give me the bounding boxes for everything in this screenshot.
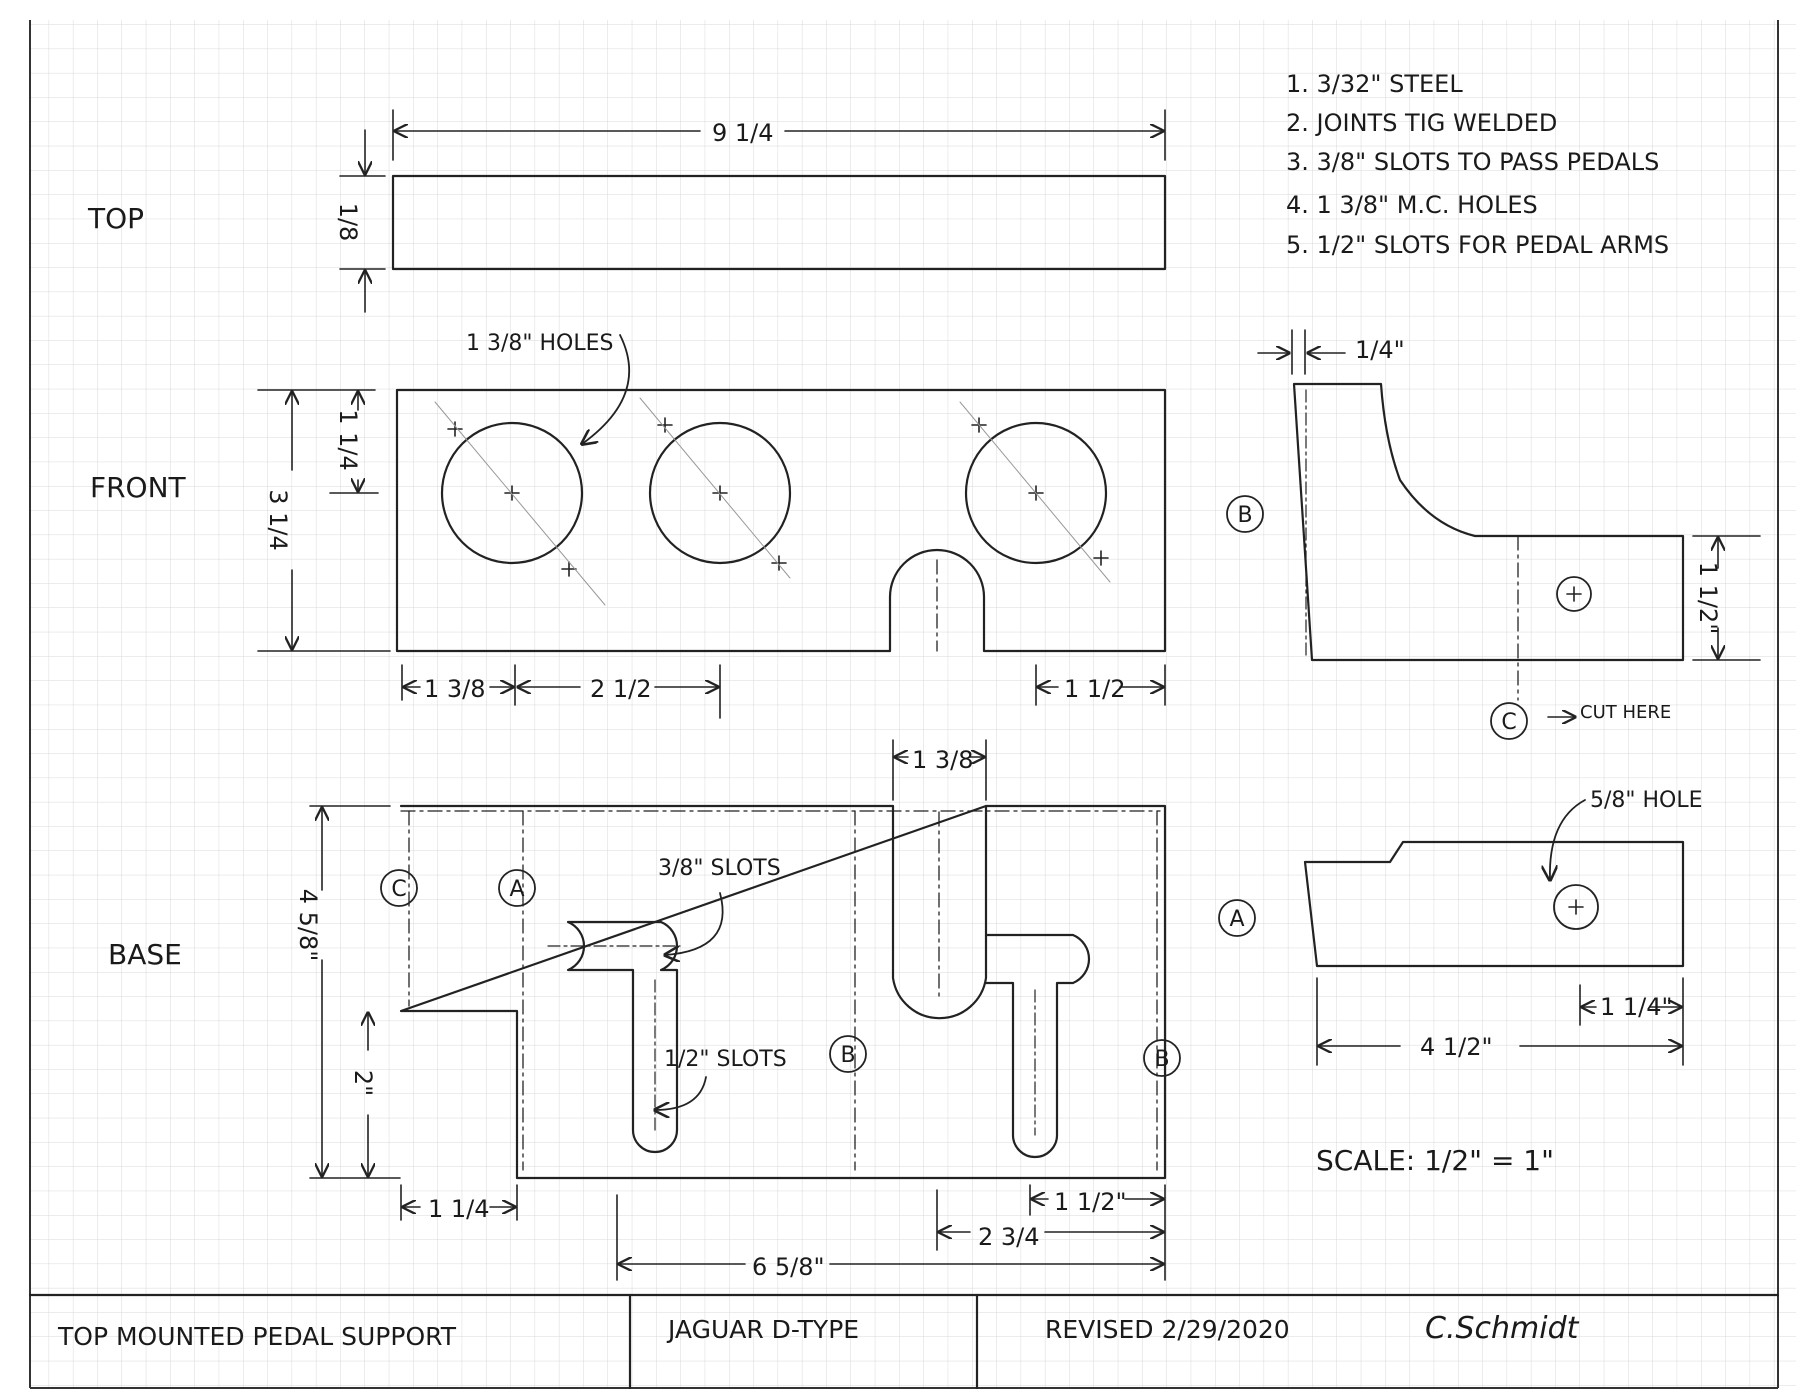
- title-block-title: TOP MOUNTED PEDAL SUPPORT: [57, 1322, 457, 1351]
- dim-base-mid-offset: 2 3/4: [978, 1223, 1040, 1251]
- dim-base-height: 4 5/8": [294, 889, 322, 962]
- label-top-view: TOP: [87, 202, 144, 235]
- dim-right-offset: 1 1/2: [1064, 675, 1126, 703]
- section-a-outline: [1303, 840, 1685, 968]
- dim-base-overall: 6 5/8": [752, 1253, 825, 1281]
- notes-list: 1. 3/32" STEEL 2. JOINTS TIG WELDED 3. 3…: [1286, 70, 1669, 259]
- dim-top-width: 9 1/4: [712, 119, 774, 147]
- dim-hole-spacing: 2 1/2: [590, 675, 652, 703]
- marker-c-cut: C: [1501, 710, 1516, 735]
- dim-base-step-width: 1 1/4: [428, 1195, 490, 1223]
- marker-b-section: B: [1237, 503, 1252, 528]
- label-front-view: FRONT: [90, 471, 187, 504]
- front-view: [257, 334, 1167, 719]
- dim-side-a-offset: 1 1/4": [1600, 993, 1673, 1021]
- section-b-outline: [1292, 382, 1685, 662]
- scale-note: SCALE: 1/2" = 1": [1316, 1144, 1554, 1177]
- mc-hole-3: [964, 421, 1108, 565]
- note-1: 1. 3/32" STEEL: [1286, 70, 1463, 98]
- dim-side-a-width: 4 1/2": [1420, 1033, 1493, 1061]
- section-a-view: [1303, 799, 1685, 1066]
- callout-slots-12: 1/2" SLOTS: [664, 1047, 787, 1072]
- dim-base-step: 2": [349, 1070, 377, 1096]
- note-2: 2. JOINTS TIG WELDED: [1286, 109, 1557, 137]
- dim-hole-left: 1 3/8: [424, 675, 486, 703]
- dim-base-right-offset: 1 1/2": [1054, 1188, 1127, 1216]
- mc-hole-1: [440, 421, 584, 565]
- t-slot-right: [984, 933, 1091, 1159]
- callout-cut-here: CUT HERE: [1580, 702, 1671, 723]
- note-4: 4. 1 3/8" M.C. HOLES: [1286, 191, 1538, 219]
- front-plate-outline: [395, 388, 1167, 653]
- dim-slot-width: 1 3/8: [912, 746, 974, 774]
- note-3: 3. 3/8" SLOTS TO PASS PEDALS: [1286, 148, 1659, 176]
- section-b-view: [1257, 329, 1761, 717]
- section-markers: [380, 495, 1528, 1077]
- title-block-revised: REVISED 2/29/2020: [1045, 1315, 1290, 1344]
- marker-b-base-right: B: [1154, 1047, 1169, 1072]
- mc-hole-2: [648, 421, 792, 565]
- dim-side-b-top: 1/4": [1355, 336, 1405, 364]
- title-block-author: C.Schmidt: [1425, 1311, 1580, 1346]
- callout-hole-58: 5/8" HOLE: [1590, 788, 1703, 813]
- base-view: [309, 739, 1167, 1281]
- base-plate-outline: [399, 804, 1167, 1180]
- marker-a-base: A: [509, 877, 524, 902]
- dim-top-height: 1/8: [334, 203, 362, 242]
- callout-slots-38: 3/8" SLOTS: [658, 856, 781, 881]
- top-view: [339, 109, 1167, 313]
- dim-side-b-height: 1 1/2": [1694, 562, 1722, 635]
- title-block: [28, 1293, 1780, 1390]
- dim-front-height: 3 1/4: [264, 489, 292, 551]
- top-plate: [391, 174, 1167, 271]
- title-block-project: JAGUAR D-TYPE: [666, 1315, 859, 1344]
- marker-c-base: C: [391, 877, 406, 902]
- dim-hole-vertical: 1 1/4: [334, 409, 362, 471]
- callout-holes: 1 3/8" HOLES: [466, 331, 614, 356]
- marker-a-section: A: [1229, 907, 1244, 932]
- grid-paper: [30, 20, 1796, 1388]
- note-5: 5. 1/2" SLOTS FOR PEDAL ARMS: [1286, 231, 1669, 259]
- marker-b-base-mid: B: [840, 1043, 855, 1068]
- label-base-view: BASE: [108, 938, 182, 971]
